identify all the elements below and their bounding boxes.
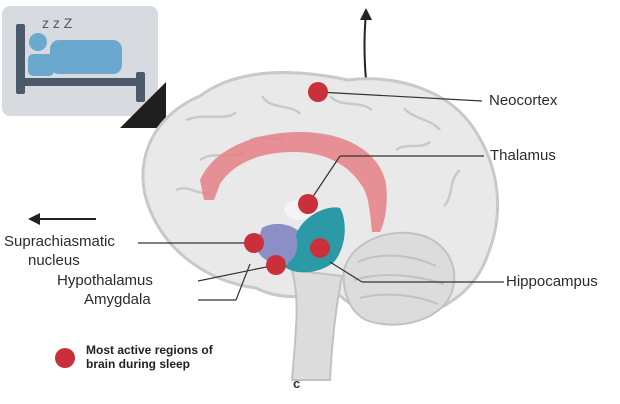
- label-thalamus: Thalamus: [490, 148, 556, 164]
- arrow-left-icon: [28, 213, 96, 225]
- legend-line-2: brain during sleep: [86, 357, 276, 371]
- brainstem: [292, 270, 342, 380]
- sleep-icon: [2, 6, 166, 128]
- active-dot-thalamus: [298, 194, 318, 214]
- label-nucleus: nucleus: [28, 253, 80, 269]
- cerebellum: [344, 233, 455, 325]
- legend: Most active regions of brain during slee…: [86, 343, 276, 371]
- label-hypothalamus: Hypothalamus: [57, 273, 153, 289]
- active-dot-neocortex: [308, 82, 328, 102]
- label-neocortex: Neocortex: [489, 93, 557, 109]
- label-suprachiasmatic: Suprachiasmatic: [4, 234, 115, 250]
- active-dot-hippocampus: [310, 238, 330, 258]
- arrow-up-icon: [360, 8, 372, 80]
- sleep-z-text: z z Z: [42, 15, 73, 31]
- legend-line-1: Most active regions of: [86, 343, 276, 357]
- label-hippocampus: Hippocampus: [506, 274, 598, 290]
- active-dot-amygdala: [266, 255, 286, 275]
- active-dot-suprachiasmatic: [244, 233, 264, 253]
- legend-dot: [55, 348, 75, 368]
- label-amygdala: Amygdala: [84, 292, 151, 308]
- panel-letter: c: [293, 376, 300, 391]
